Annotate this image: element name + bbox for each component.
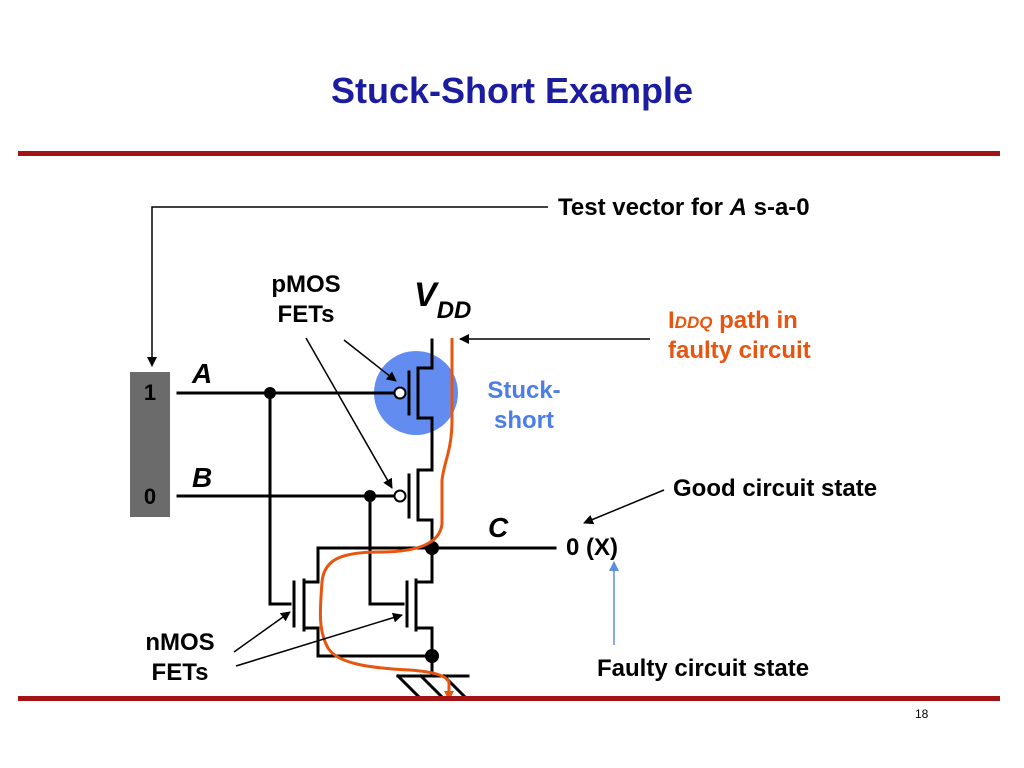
nmos-label: nMOS FETs (130, 628, 230, 688)
pmos-label-line1: pMOS (271, 271, 341, 298)
test-vector-value-a: 1 (143, 380, 157, 405)
pmos-a-bubble (393, 386, 407, 400)
nmos-arrow-a (233, 611, 291, 653)
top-divider (18, 151, 1000, 156)
iddq-label-sub: DDQ (674, 313, 713, 332)
input-b-label: B (192, 462, 213, 493)
junction-b (364, 490, 376, 502)
nmos-arrow-b (235, 612, 403, 667)
iddq-label-rest: path in (712, 307, 798, 334)
iddq-path (318, 338, 454, 701)
stuck-short-label: Stuck- short (468, 376, 580, 436)
stuck-short-label-line1: Stuck- (487, 377, 561, 404)
pmos-label: pMOS FETs (258, 270, 354, 330)
faulty-state-label: Faulty circuit state (597, 655, 810, 682)
vdd-label-sub: DD (436, 297, 472, 324)
page-number: 18 (915, 707, 929, 721)
test-vector-label: Test vector for A s-a-0 (558, 193, 810, 223)
pmos-arrow-a (343, 339, 397, 382)
test-vector-label-var: A (729, 194, 747, 221)
test-vector-box (130, 372, 170, 517)
junction-a (264, 387, 276, 399)
iddq-label-line2: faulty circuit (668, 337, 811, 364)
iddq-label: IDDQ path in faulty circuit (668, 306, 811, 366)
test-vector-arrow (147, 206, 548, 367)
stuck-short-label-line2: short (494, 407, 554, 434)
input-a-label: A (192, 358, 213, 389)
vdd-label-main: V (414, 276, 437, 314)
junction-ground (425, 649, 439, 663)
circuit-wires (176, 338, 557, 699)
test-vector-label-suffix: s-a-0 (746, 194, 810, 221)
pmos-label-line2: FETs (277, 301, 335, 328)
iddq-label-main: I (668, 307, 675, 334)
nmos-label-line2: FETs (151, 659, 209, 686)
nmos-label-line1: nMOS (145, 629, 215, 656)
good-state-arrow (583, 489, 665, 525)
bottom-divider (18, 696, 1000, 701)
test-vector-value-b: 0 (143, 484, 157, 509)
output-value: 0 (X) (566, 534, 619, 561)
test-vector-label-prefix: Test vector for (558, 194, 730, 221)
pmos-b-bubble (393, 489, 407, 503)
good-state-label: Good circuit state (673, 475, 878, 502)
pmos-arrow-b (305, 337, 393, 489)
vdd-label: VDD (414, 274, 471, 324)
slide-title: Stuck-Short Example (330, 70, 694, 111)
output-c-label: C (488, 512, 509, 543)
